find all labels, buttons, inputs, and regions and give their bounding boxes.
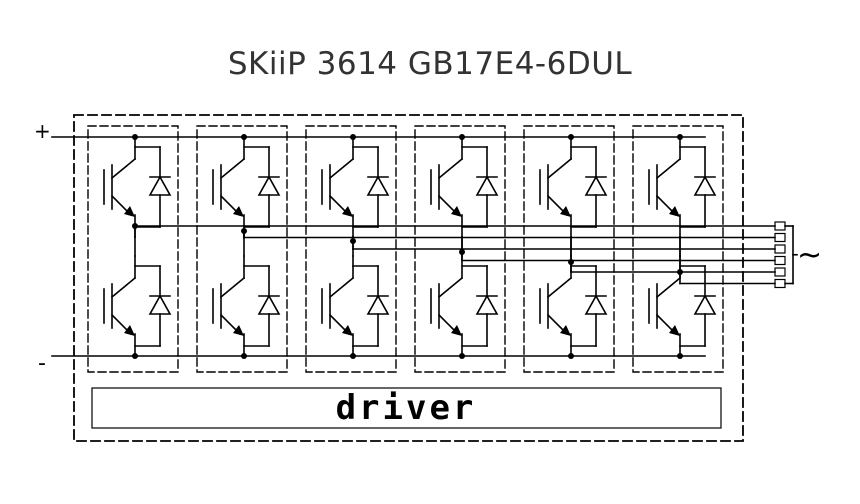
igbt-collector	[437, 157, 464, 180]
igbt-collector	[328, 157, 355, 180]
ac-connector-6	[774, 278, 786, 289]
diode-triangle	[366, 175, 390, 196]
igbt-diode-upper-1	[103, 136, 172, 238]
emitter-arrow	[451, 206, 462, 217]
igbt-collector	[437, 276, 464, 299]
diode-triangle	[693, 294, 717, 315]
igbt-collector	[110, 276, 137, 299]
emitter-arrow	[669, 206, 680, 217]
diode-triangle	[475, 294, 499, 315]
igbt-collector	[546, 276, 573, 299]
diagram-title: SKiiP 3614 GB17E4-6DUL	[227, 46, 633, 82]
driver-label: driver	[336, 388, 477, 428]
emitter-arrow	[451, 325, 462, 336]
emitter-arrow	[233, 206, 244, 217]
igbt-diode-lower-2	[212, 255, 281, 357]
igbt-collector	[219, 157, 246, 180]
diode-triangle	[148, 175, 172, 196]
ac-connector-5	[774, 267, 786, 277]
ac-connector-4	[774, 255, 786, 266]
half-bridge-6	[632, 125, 724, 373]
emitter-arrow	[560, 325, 571, 336]
igbt-diode-lower-5	[539, 255, 608, 357]
emitter-arrow	[124, 206, 135, 217]
diode-triangle	[148, 294, 172, 315]
ac-output-bus	[134, 221, 798, 289]
igbt-diode-upper-4	[430, 136, 499, 238]
minus-terminal-label: -	[38, 351, 46, 376]
half-bridge-modules	[87, 125, 724, 373]
diode-triangle	[257, 175, 281, 196]
igbt-diode-upper-5	[539, 136, 608, 238]
emitter-arrow	[669, 325, 680, 336]
igbt-diode-upper-2	[212, 136, 281, 238]
diode-triangle	[366, 294, 390, 315]
diode-triangle	[257, 294, 281, 315]
ac-connector-3	[774, 244, 786, 254]
igbt-collector	[219, 276, 246, 299]
emitter-arrow	[233, 325, 244, 336]
ac-connector-1	[774, 221, 786, 231]
igbt-diode-upper-6	[648, 136, 717, 238]
half-bridge-1	[87, 125, 179, 373]
emitter-arrow	[342, 325, 353, 336]
igbt-diode-lower-3	[321, 255, 390, 357]
emitter-arrow	[560, 206, 571, 217]
diode-triangle	[584, 175, 608, 196]
half-bridge-4	[414, 125, 506, 373]
ac-connector-2	[774, 232, 786, 243]
igbt-diode-lower-6	[648, 255, 717, 357]
ac-terminal-label: ~	[797, 238, 822, 273]
igbt-collector	[110, 157, 137, 180]
plus-terminal-label: +	[34, 119, 51, 143]
diode-triangle	[584, 294, 608, 315]
outer-module-boundary	[73, 114, 744, 442]
driver-box	[91, 387, 722, 429]
diode-triangle	[475, 175, 499, 196]
igbt-collector	[655, 276, 682, 299]
igbt-collector	[546, 157, 573, 180]
diode-triangle	[693, 175, 717, 196]
half-bridge-2	[196, 125, 288, 373]
emitter-arrow	[342, 206, 353, 217]
igbt-diode-lower-4	[430, 255, 499, 357]
igbt-collector	[655, 157, 682, 180]
igbt-diode-lower-1	[103, 255, 172, 357]
emitter-arrow	[124, 325, 135, 336]
igbt-collector	[328, 276, 355, 299]
igbt-diode-upper-3	[321, 136, 390, 238]
